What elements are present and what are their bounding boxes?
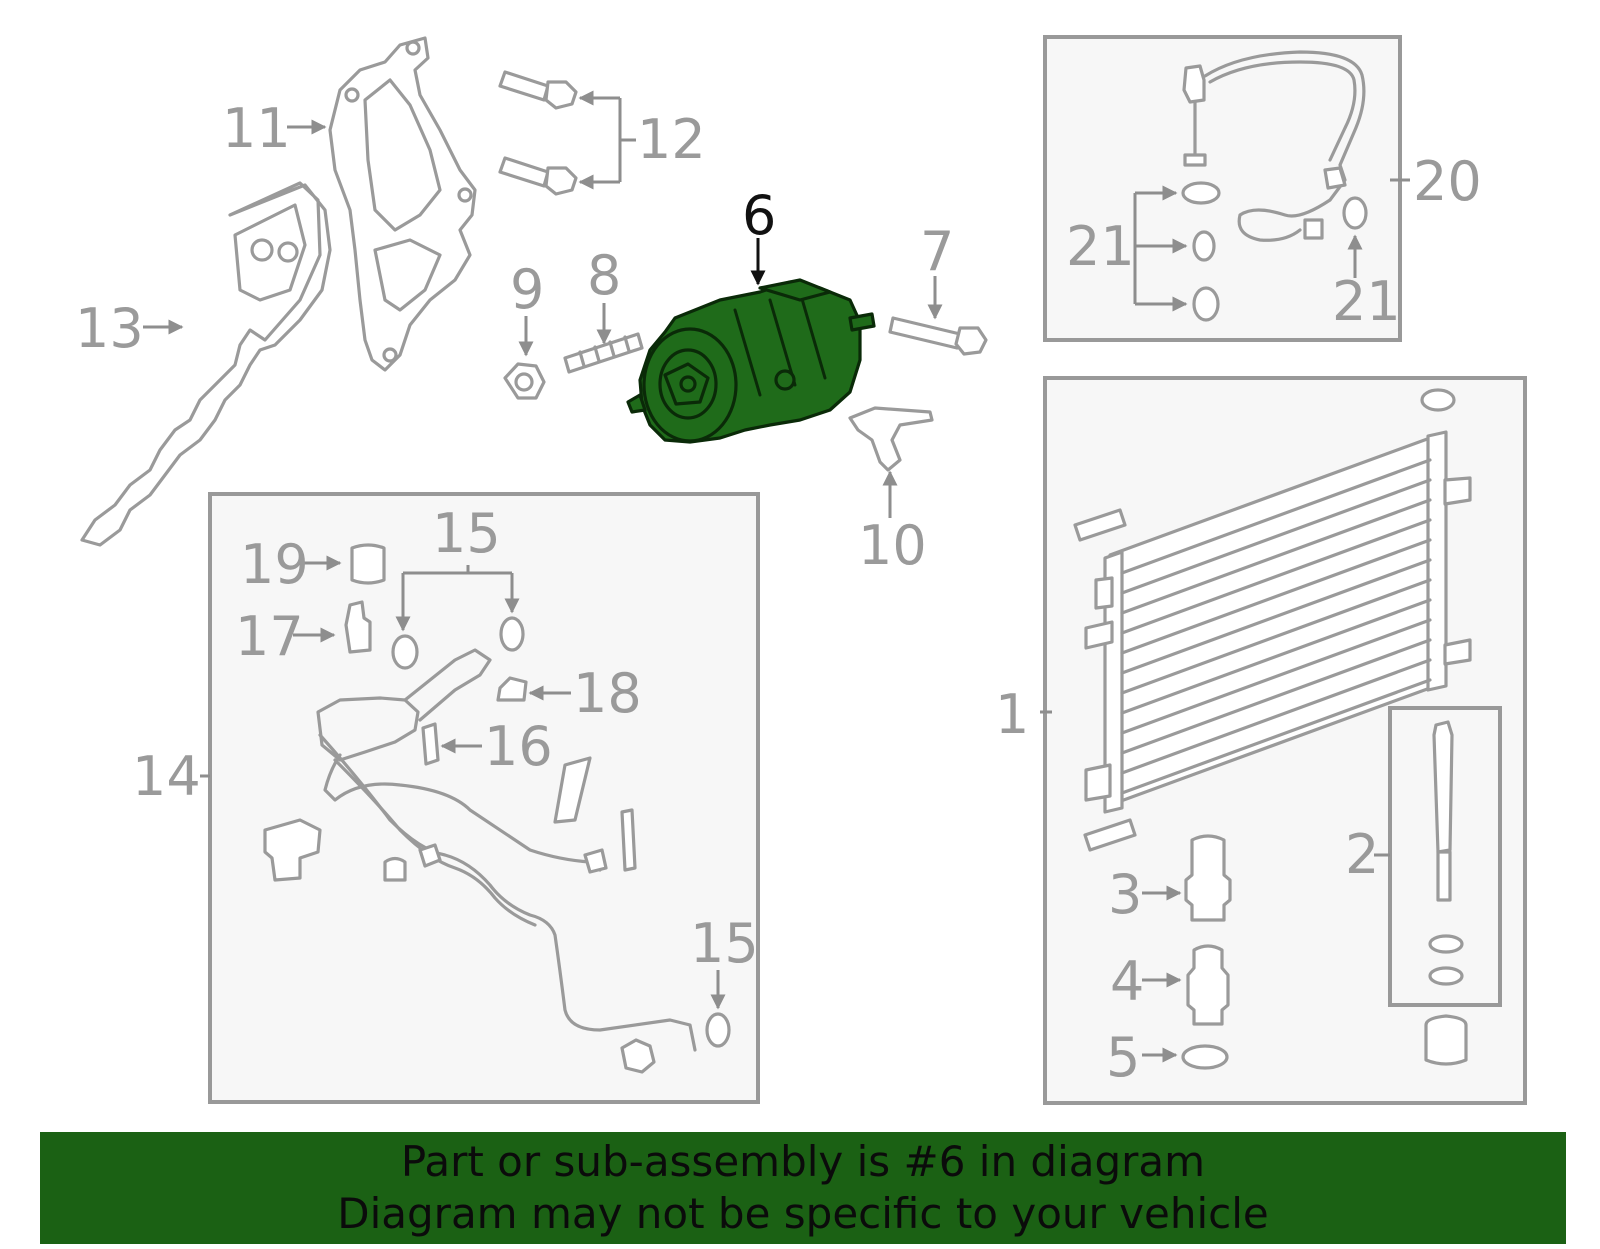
footer-line-1: Part or sub-assembly is #6 in diagram xyxy=(400,1137,1206,1186)
part-5-oring[interactable] xyxy=(1181,1044,1229,1070)
callout-6[interactable]: 6 xyxy=(742,184,776,247)
part-1-condenser[interactable] xyxy=(1073,388,1472,852)
callout-19: 19 xyxy=(240,533,309,596)
part-18-clip[interactable] xyxy=(496,676,528,702)
part-9-nut[interactable] xyxy=(503,362,546,400)
callout-12: 12 xyxy=(637,108,706,171)
callout-1: 1 xyxy=(995,683,1029,746)
part-15-orings[interactable] xyxy=(391,616,731,1048)
part-16-tube[interactable] xyxy=(421,722,440,766)
callout-9: 9 xyxy=(510,258,544,321)
footer-banner: Part or sub-assembly is #6 in diagram Di… xyxy=(40,1132,1566,1244)
part-14-hose-assembly[interactable] xyxy=(316,648,697,1052)
callout-18: 18 xyxy=(573,662,642,725)
part-4-switch[interactable] xyxy=(1186,944,1230,1026)
part-13-cover[interactable] xyxy=(80,181,332,547)
part-14-misc-fittings xyxy=(263,756,656,1074)
callout-16: 16 xyxy=(484,715,553,778)
part-3-valve[interactable] xyxy=(1184,834,1232,922)
part-6-ac-compressor[interactable] xyxy=(626,278,876,444)
subassembly-box-20 xyxy=(1043,35,1402,342)
subassembly-box-14 xyxy=(208,492,760,1104)
part-19-cap[interactable] xyxy=(350,543,386,585)
callout-10: 10 xyxy=(858,514,927,577)
callout-20: 20 xyxy=(1413,150,1482,213)
part-12-bolt-lower[interactable] xyxy=(498,156,578,196)
callout-15-bottom: 15 xyxy=(690,912,759,975)
callout-8: 8 xyxy=(587,244,621,307)
callout-3: 3 xyxy=(1108,863,1142,926)
part-12-bolt-upper[interactable] xyxy=(498,70,578,110)
callout-14: 14 xyxy=(132,745,201,808)
leader-lines xyxy=(143,90,1410,1063)
callout-2: 2 xyxy=(1345,823,1379,886)
part-10-bracket[interactable] xyxy=(848,406,934,472)
callout-15-top: 15 xyxy=(432,502,501,565)
callout-21-left: 21 xyxy=(1066,215,1135,278)
part-20-hose[interactable] xyxy=(1182,50,1366,242)
callout-21-right: 21 xyxy=(1332,270,1401,333)
part-8-stud[interactable] xyxy=(563,332,644,374)
part-11-bracket[interactable] xyxy=(328,36,477,372)
callout-labels: 1 2 3 4 5 6 7 8 9 10 11 12 13 14 15 15 1… xyxy=(75,97,1482,1089)
part-2-drier[interactable] xyxy=(1424,720,1468,1066)
part-7-bolt[interactable] xyxy=(888,316,988,356)
callout-13: 13 xyxy=(75,297,144,360)
callout-5: 5 xyxy=(1106,1026,1140,1089)
footer-line-2: Diagram may not be specific to your vehi… xyxy=(337,1189,1269,1238)
part-21-orings[interactable] xyxy=(1181,181,1368,322)
callout-17: 17 xyxy=(235,605,304,668)
callout-11: 11 xyxy=(222,97,291,160)
callout-7: 7 xyxy=(920,220,954,283)
part-17-sensor[interactable] xyxy=(344,600,372,654)
callout-4: 4 xyxy=(1110,950,1144,1013)
